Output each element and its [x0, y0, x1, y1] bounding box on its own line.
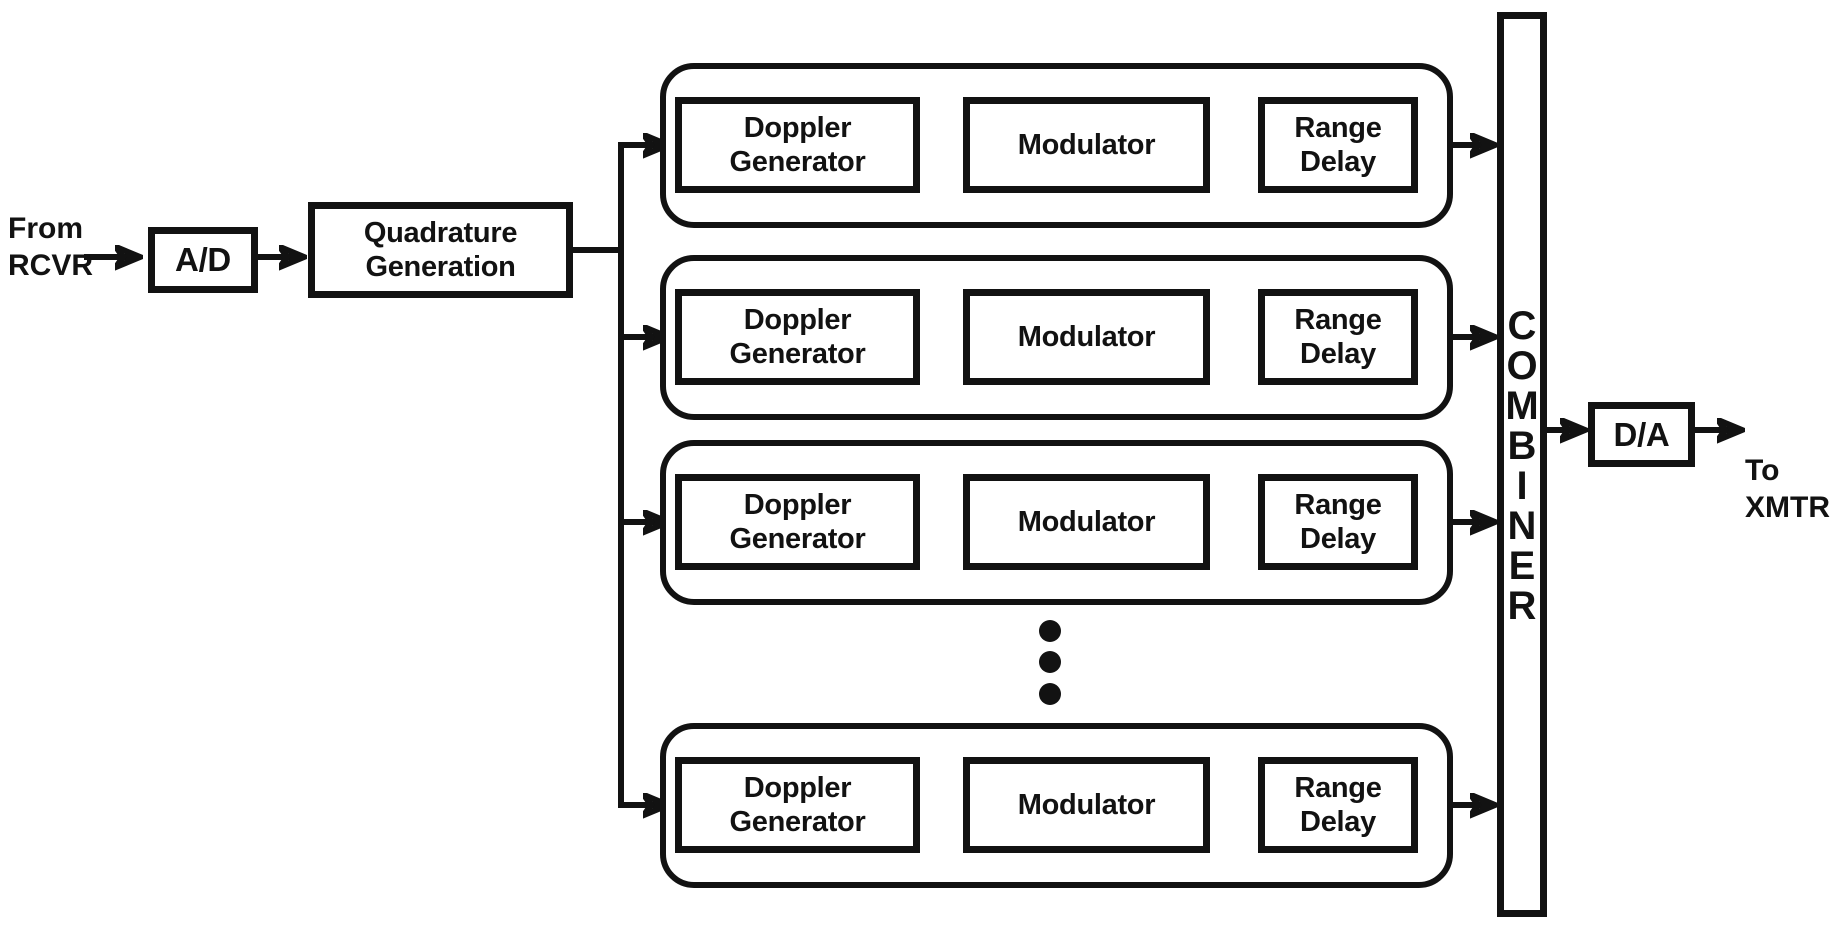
modulator-box-4: Modulator [963, 757, 1210, 853]
range-delay-box-3: Range Delay [1258, 474, 1418, 570]
quadrature-label-line1: Quadrature [363, 217, 518, 249]
range-delay-label-line1: Range [1294, 772, 1382, 804]
doppler-generator-box-3: Doppler Generator [675, 474, 920, 570]
ellipsis-dot-2 [1039, 651, 1061, 673]
doppler-label-line1: Doppler [743, 489, 852, 521]
combiner-letter: B [1507, 424, 1537, 468]
sink-label-line1: To [1745, 454, 1780, 487]
range-delay-label-line1: Range [1294, 112, 1382, 144]
combiner-bar [1497, 12, 1547, 917]
doppler-generator-box-2: Doppler Generator [675, 289, 920, 385]
combiner-label: C O M B I N E R [1497, 303, 1547, 629]
range-delay-label-line2: Delay [1300, 146, 1376, 178]
range-delay-label-line2: Delay [1300, 523, 1376, 555]
adc-label: A/D [175, 241, 231, 278]
doppler-generator-box-1: Doppler Generator [675, 97, 920, 193]
quadrature-label-line2: Generation [365, 251, 516, 283]
doppler-label-line2: Generator [729, 338, 866, 370]
doppler-generator-box-4: Doppler Generator [675, 757, 920, 853]
range-delay-box-1: Range Delay [1258, 97, 1418, 193]
dac-label: D/A [1613, 415, 1670, 453]
modulator-label: Modulator [1017, 129, 1156, 161]
combiner-letter: E [1508, 544, 1536, 588]
modulator-box-1: Modulator [963, 97, 1210, 193]
ellipsis-dot-3 [1039, 683, 1061, 705]
doppler-label-line2: Generator [729, 806, 866, 838]
quadrature-generation-box: Quadrature Generation [308, 202, 573, 298]
doppler-label-line1: Doppler [743, 112, 852, 144]
doppler-label-line2: Generator [729, 146, 866, 178]
ellipsis-dot-1 [1039, 620, 1061, 642]
modulator-label: Modulator [1017, 321, 1156, 353]
combiner-letter: M [1505, 384, 1539, 428]
doppler-label-line2: Generator [729, 523, 866, 555]
range-delay-label-line1: Range [1294, 489, 1382, 521]
sink-label: To XMTR [1745, 452, 1830, 526]
range-delay-box-4: Range Delay [1258, 757, 1418, 853]
range-delay-box-2: Range Delay [1258, 289, 1418, 385]
dac-box: D/A [1588, 402, 1695, 467]
doppler-label-line1: Doppler [743, 772, 852, 804]
modulator-label: Modulator [1017, 789, 1156, 821]
source-label-line1: From [8, 212, 83, 245]
combiner-letter: I [1516, 464, 1528, 508]
range-delay-label-line1: Range [1294, 304, 1382, 336]
sink-label-line2: XMTR [1745, 491, 1830, 524]
range-delay-label-line2: Delay [1300, 338, 1376, 370]
adc-box: A/D [148, 227, 258, 293]
doppler-label-line1: Doppler [743, 304, 852, 336]
source-label: From RCVR [8, 210, 93, 284]
source-label-line2: RCVR [8, 249, 94, 282]
modulator-box-2: Modulator [963, 289, 1210, 385]
combiner-letter: C [1507, 304, 1537, 348]
range-delay-label-line2: Delay [1300, 806, 1376, 838]
modulator-label: Modulator [1017, 506, 1156, 538]
combiner-letter: N [1507, 504, 1537, 548]
modulator-box-3: Modulator [963, 474, 1210, 570]
combiner-letter: R [1507, 584, 1537, 628]
combiner-letter: O [1506, 344, 1538, 388]
